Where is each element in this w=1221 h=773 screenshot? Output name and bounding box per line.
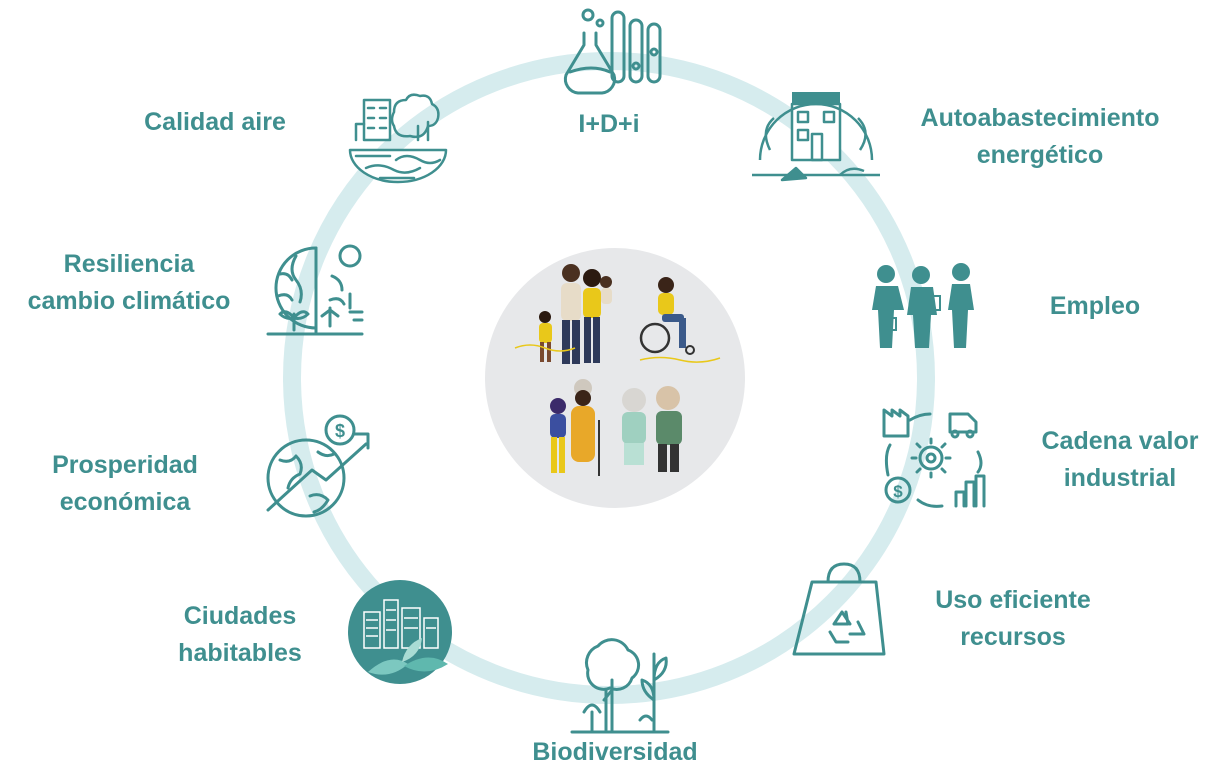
svg-text:$: $: [893, 482, 903, 501]
city-air-icon: [348, 93, 448, 184]
label-line: económica: [59, 488, 191, 516]
label-line: Calidad aire: [144, 108, 286, 136]
label-line: Prosperidad: [52, 451, 198, 479]
solar-house-icon: [752, 92, 880, 182]
label-biodiversidad: Biodiversidad: [500, 734, 730, 771]
svg-text:$: $: [335, 421, 345, 441]
lab-flasks-icon: [563, 8, 662, 95]
globe-growth-icon: $: [266, 414, 370, 518]
label-uso: Uso eficiente recursos: [900, 582, 1126, 656]
label-line: habitables: [178, 639, 302, 667]
industry-cycle-icon: $: [882, 408, 986, 508]
label-line: energético: [976, 141, 1104, 169]
label-id: I+D+i: [578, 110, 639, 138]
label-autoabastecimiento: Autoabastecimiento energético: [880, 100, 1200, 174]
label-line: Resiliencia: [63, 250, 195, 278]
label-prosperidad: Prosperidad económica: [20, 447, 230, 521]
label-calidad: Calidad aire: [120, 104, 310, 141]
trees-icon: [570, 638, 670, 734]
label-line: Cadena valor: [1041, 427, 1199, 455]
label-line: Biodiversidad: [532, 738, 698, 766]
label-line: Empleo: [1049, 292, 1141, 320]
label-line: Uso eficiente: [935, 586, 1091, 614]
climate-plant-icon: [266, 244, 364, 336]
label-line: cambio climático: [27, 287, 231, 315]
label-line: Ciudades: [183, 602, 297, 630]
center-disc: [485, 248, 745, 508]
label-line: Autoabastecimiento: [920, 104, 1160, 132]
diverse-people-illustration: [514, 264, 721, 476]
label-line: industrial: [1063, 464, 1177, 492]
people-handshake-icon: [872, 263, 974, 348]
green-city-icon: [348, 580, 452, 684]
label-resiliencia: Resiliencia cambio climático: [4, 246, 254, 320]
label-cadena: Cadena valor industrial: [1020, 423, 1220, 497]
label-ciudades: Ciudades habitables: [140, 598, 340, 672]
label-line: recursos: [960, 623, 1066, 651]
label-empleo: Empleo: [1030, 288, 1160, 325]
recycle-bag-icon: [792, 562, 886, 656]
